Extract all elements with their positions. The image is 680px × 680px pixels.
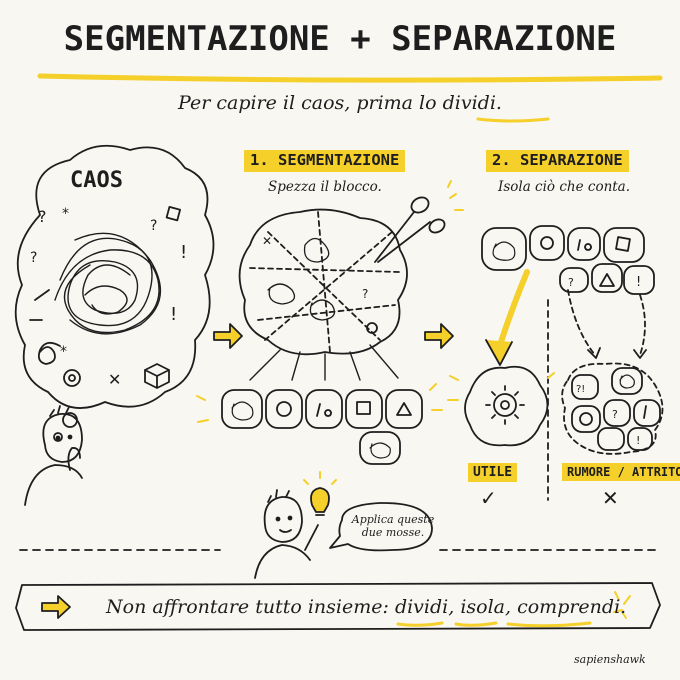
banner-underline-comprendi: [506, 621, 592, 628]
svg-text:?: ?: [38, 207, 47, 226]
step2-header: 2. SEPARAZIONE: [486, 150, 629, 172]
banner-underline-dividi: [396, 621, 444, 627]
speech-bubble-text: Applica queste due mosse.: [351, 513, 435, 540]
step2-caption: Isola ciò che conta.: [498, 179, 631, 195]
banner-word-dividi: dividi: [394, 596, 449, 618]
author-credit: sapienshawk: [574, 653, 646, 666]
split-arrows: [249, 344, 399, 381]
noise-cluster: ?! ? !: [561, 362, 664, 455]
segmented-block: ✕ ?: [238, 208, 408, 356]
useful-arrow-head: [485, 339, 513, 366]
sparkle-icon: [613, 591, 631, 619]
banner-word-comprendi: comprendi: [517, 596, 621, 618]
lightbulb-icon: [303, 471, 337, 516]
subtitle-highlight: dividi: [442, 92, 496, 114]
chaos-thought-cloud: ? * ? ! ? ! ✕ *: [14, 144, 215, 442]
banner-underline-isola: [454, 621, 498, 627]
useful-label: UTILE: [468, 463, 518, 482]
step1-pieces: [196, 383, 443, 465]
speech-bubble: [329, 502, 433, 552]
svg-text:?: ?: [30, 250, 37, 266]
svg-text:?: ?: [150, 218, 157, 234]
useful-arrow: [497, 269, 530, 348]
chaos-label: CAOS: [70, 168, 123, 193]
svg-text:!: !: [636, 275, 641, 290]
svg-text:?: ?: [362, 287, 368, 301]
banner-lead: Non affrontare tutto insieme:: [106, 596, 395, 618]
svg-text:✕: ✕: [262, 234, 272, 248]
noise-label: RUMORE / ATTRITO: [562, 463, 680, 481]
step1-header: 1. SEGMENTAZIONE: [244, 150, 406, 172]
svg-text:!: !: [636, 434, 640, 447]
title-underline: [37, 73, 663, 83]
idea-person: [254, 471, 337, 579]
thinking-person-icon: [24, 405, 83, 506]
banner-end: .: [620, 596, 627, 618]
step2-items: ? !: [481, 225, 655, 295]
banner-sep-2: ,: [505, 596, 518, 618]
banner-text: Non affrontare tutto insieme: dividi, is…: [106, 598, 626, 617]
checkmark-icon: ✓: [480, 486, 497, 510]
arrow-right-icon-2: [424, 323, 454, 349]
banner-sep-1: ,: [448, 596, 461, 618]
svg-text:?!: ?!: [576, 384, 585, 395]
chaos-scribble: [54, 232, 162, 335]
subtitle-end: .: [495, 92, 502, 114]
svg-text:!: !: [170, 304, 177, 325]
svg-text:*: *: [62, 206, 69, 222]
svg-text:!: !: [180, 242, 187, 263]
banner-word-isola: isola: [460, 596, 505, 618]
noise-arrows: [567, 289, 646, 356]
arrow-right-icon: [213, 323, 243, 349]
subtitle-highlight-underline: [476, 117, 550, 123]
step1-caption: Spezza il blocco.: [268, 179, 382, 195]
subtitle: Per capire il caos, prima lo dividi.: [0, 94, 680, 113]
svg-text:?: ?: [568, 276, 574, 289]
scissors-icon: [374, 180, 464, 263]
page-title: SEGMENTAZIONE + SEPARAZIONE: [63, 19, 617, 59]
svg-text:?: ?: [612, 408, 618, 421]
gear-icon: [485, 385, 525, 425]
svg-text:✕: ✕: [108, 370, 121, 389]
banner-arrow-icon: [41, 595, 71, 619]
bottom-banner: [15, 582, 661, 631]
cross-icon: ✕: [602, 486, 619, 510]
useful-blob: [447, 365, 555, 447]
svg-text:*: *: [60, 344, 67, 360]
subtitle-lead: Per capire il caos, prima lo: [178, 92, 443, 114]
